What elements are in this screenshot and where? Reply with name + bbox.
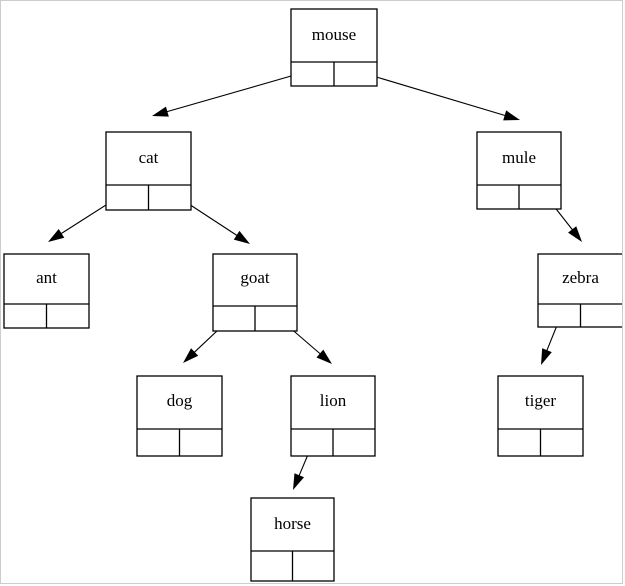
tree-node-dog[interactable]: dog: [136, 375, 223, 457]
tree-edge-mouse-to-cat: [152, 69, 313, 117]
nodes-layer: mouse cat mule ant goat zebra dog lion tiger hors…: [3, 8, 623, 582]
tree-node-mule[interactable]: mule: [476, 131, 562, 210]
edge-arrowhead: [541, 348, 552, 365]
edge-arrowhead: [293, 473, 305, 490]
edge-arrowhead: [183, 348, 199, 363]
edge-arrowhead: [503, 110, 520, 121]
tree-edge-mouse-to-mule: [352, 69, 520, 121]
edge-arrowhead: [316, 349, 332, 364]
tree-node-horse[interactable]: horse: [250, 497, 335, 582]
node-label-goat: goat: [240, 268, 270, 287]
tree-node-cat[interactable]: cat: [105, 131, 192, 211]
node-label-horse: horse: [274, 514, 311, 533]
tree-node-mouse[interactable]: mouse: [290, 8, 378, 87]
node-label-zebra: zebra: [562, 268, 599, 287]
edge-arrowhead: [152, 106, 169, 117]
node-label-lion: lion: [320, 391, 347, 410]
edge-line: [352, 69, 508, 117]
node-label-dog: dog: [167, 391, 193, 410]
edge-line: [164, 69, 313, 113]
tree-node-goat[interactable]: goat: [212, 253, 298, 332]
edge-arrowhead: [48, 229, 65, 242]
node-label-mule: mule: [502, 148, 536, 167]
edge-arrowhead: [568, 226, 582, 242]
node-label-tiger: tiger: [525, 391, 556, 410]
tree-node-lion[interactable]: lion: [290, 375, 376, 457]
tree-node-zebra[interactable]: zebra: [537, 253, 623, 328]
tree-node-ant[interactable]: ant: [3, 253, 90, 329]
node-label-ant: ant: [36, 268, 57, 287]
tree-node-tiger[interactable]: tiger: [497, 375, 584, 457]
node-label-mouse: mouse: [312, 25, 356, 44]
node-label-cat: cat: [139, 148, 159, 167]
edge-arrowhead: [233, 230, 250, 244]
